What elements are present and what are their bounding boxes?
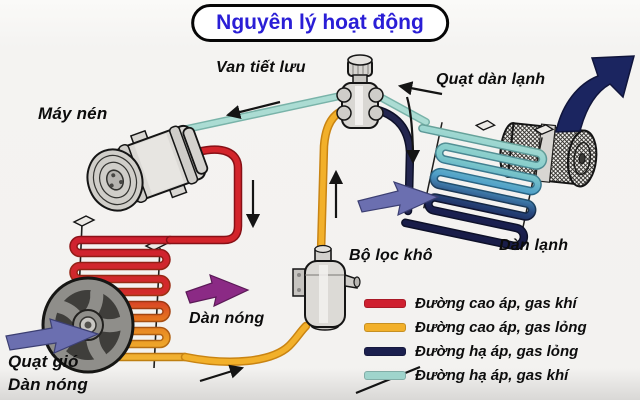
legend-swatch-low-pressure-liquid bbox=[364, 346, 406, 356]
page-title: Nguyên lý hoạt động bbox=[191, 4, 449, 42]
receiver-drier-illustration bbox=[292, 244, 361, 331]
legend-label-high-pressure-gas: Đường cao áp, gas khí bbox=[415, 294, 577, 312]
cool-air-in-arrow bbox=[5, 318, 100, 355]
compressor-label: Máy nén bbox=[38, 104, 108, 123]
legend-label-low-pressure-gas: Đường hạ áp, gas khí bbox=[415, 366, 569, 384]
evaporator-fan-label: Quạt dàn lạnh bbox=[436, 71, 546, 88]
compressor-illustration bbox=[86, 124, 209, 212]
evaporator-blower-illustration bbox=[499, 122, 598, 188]
expansion-valve-label: Van tiết lưu bbox=[216, 59, 306, 76]
legend-item-low-pressure-liquid: Đường hạ áp, gas lỏng bbox=[364, 341, 587, 361]
cold-air-out-arrow bbox=[555, 55, 635, 133]
legend-label-low-pressure-liquid: Đường hạ áp, gas lỏng bbox=[415, 342, 579, 360]
legend-item-low-pressure-gas: Đường hạ áp, gas khí bbox=[364, 365, 587, 385]
condenser-fan-label: Quạt gió Dàn nóng bbox=[8, 350, 88, 396]
pipe-low-pressure-gas bbox=[178, 92, 430, 134]
legend-label-high-pressure-liquid: Đường cao áp, gas lỏng bbox=[415, 318, 587, 336]
legend-swatch-low-pressure-gas bbox=[364, 370, 406, 380]
condenser-label: Dàn nóng bbox=[189, 310, 265, 327]
legend-swatch-high-pressure-gas bbox=[364, 298, 406, 308]
legend-item-high-pressure-liquid: Đường cao áp, gas lỏng bbox=[364, 317, 587, 337]
legend-swatch-high-pressure-liquid bbox=[364, 322, 406, 332]
drier-label: Bộ lọc khô bbox=[349, 247, 433, 264]
pipe-high-pressure-gas bbox=[165, 145, 243, 245]
evaporator-coil bbox=[401, 119, 555, 251]
legend: Đường cao áp, gas khí Đường cao áp, gas … bbox=[364, 293, 587, 389]
cabin-air-arrow bbox=[357, 180, 440, 217]
expansion-valve-illustration bbox=[336, 54, 384, 129]
hot-air-out-arrow bbox=[185, 274, 250, 308]
legend-item-high-pressure-gas: Đường cao áp, gas khí bbox=[364, 293, 587, 313]
condenser-fan-label-line2: Dàn nóng bbox=[8, 375, 88, 394]
evaporator-label: Dàn lạnh bbox=[499, 237, 569, 254]
flow-direction-arrows bbox=[199, 81, 443, 395]
condenser-fan-label-line1: Quạt gió bbox=[8, 352, 79, 371]
